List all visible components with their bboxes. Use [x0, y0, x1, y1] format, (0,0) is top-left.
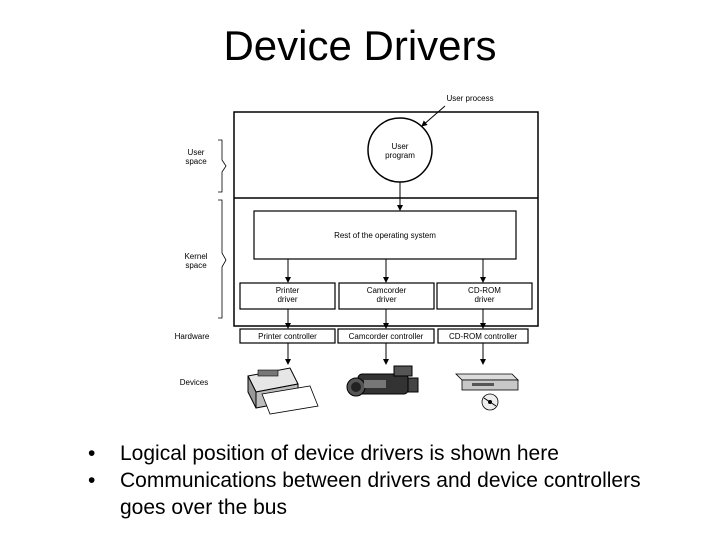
user-space-line2: space — [185, 157, 207, 166]
cdrom-driver-label: CD-ROM driver — [437, 286, 532, 304]
hardware-label: Hardware — [174, 332, 210, 341]
kernel-space-line2: space — [185, 261, 207, 270]
camcorder-icon — [346, 365, 419, 397]
printer-icon — [247, 367, 319, 415]
printer-controller-label: Printer controller — [258, 332, 317, 341]
bullet-text: Logical position of device drivers is sh… — [120, 442, 559, 465]
bullet-list: • Logical position of device drivers is … — [84, 440, 684, 521]
user-space-line1: User — [187, 148, 205, 157]
cdrom-driver-line2: driver — [474, 295, 495, 304]
rest-os-label: Rest of the operating system — [334, 231, 436, 240]
user-space-brace — [218, 139, 227, 193]
camcorder-driver-line1: Camcorder — [366, 286, 407, 295]
device-driver-diagram: User process User space Kernel space Har… — [160, 88, 550, 418]
camcorder-driver-box — [338, 282, 435, 310]
bullet-item: • Logical position of device drivers is … — [84, 440, 684, 467]
printer-driver-line2: driver — [277, 295, 298, 304]
kernel-space-label: Kernel space — [174, 252, 218, 270]
camcorder-driver-line2: driver — [376, 295, 397, 304]
printer-driver-line1: Printer — [275, 286, 300, 295]
kernel-space-line1: Kernel — [184, 252, 208, 261]
printer-driver-box — [239, 282, 336, 310]
rest-os-box — [253, 210, 517, 260]
diagram-graphics — [218, 105, 539, 415]
user-process-pointer — [421, 105, 446, 127]
user-process-label: User process — [446, 94, 494, 103]
camcorder-controller-label: Camcorder controller — [348, 332, 424, 341]
bullet-text: Communications between drivers and devic… — [120, 469, 641, 519]
cdrom-driver-box — [436, 282, 533, 310]
cdrom-drive-icon — [455, 373, 519, 411]
user-program-label: User program — [372, 142, 428, 160]
devices-label: Devices — [179, 378, 209, 387]
cdrom-driver-line1: CD-ROM — [468, 286, 501, 295]
slide-title: Device Drivers — [223, 22, 497, 69]
bullet-item: • Communications between drivers and dev… — [84, 467, 684, 521]
cdrom-controller-label: CD-ROM controller — [448, 332, 517, 341]
bullet-marker: • — [88, 469, 96, 492]
printer-driver-label: Printer driver — [240, 286, 335, 304]
kernel-space-brace — [218, 199, 227, 319]
user-space-label: User space — [174, 148, 218, 166]
user-program-line2: program — [385, 151, 415, 160]
user-program-line1: User — [391, 142, 409, 151]
camcorder-driver-label: Camcorder driver — [339, 286, 434, 304]
bullet-marker: • — [88, 442, 96, 465]
